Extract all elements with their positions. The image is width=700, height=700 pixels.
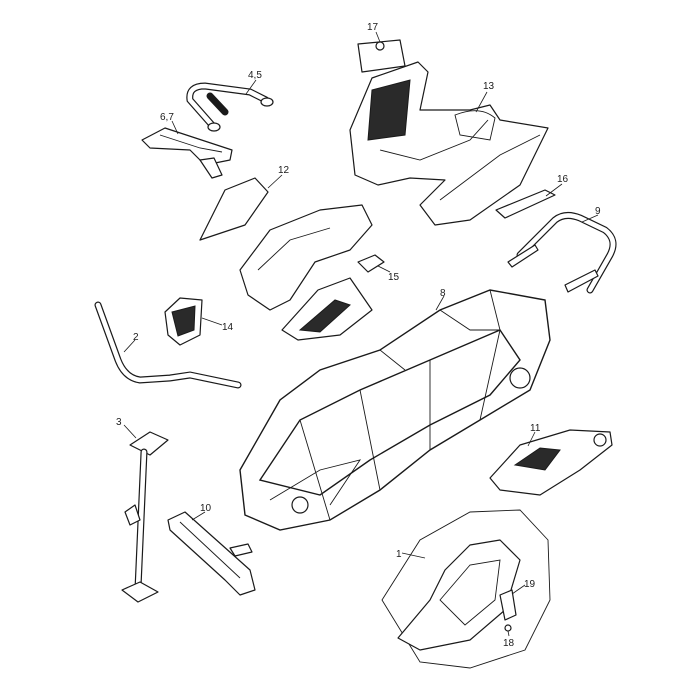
label-2: 2	[133, 332, 139, 343]
part-16-side-panel: 16	[495, 174, 569, 219]
part-11-swing-arm: 11	[489, 423, 613, 496]
part-14-headlight-cover: 14	[164, 297, 234, 346]
part-8-main-frame: 8	[239, 288, 551, 531]
part-4-5-grab-handle: 4,5	[186, 70, 274, 132]
part-10-front-bumper: 10	[167, 503, 256, 596]
part-3-steering-column: 3	[116, 417, 169, 603]
label-16: 16	[557, 174, 569, 185]
label-9: 9	[595, 206, 601, 217]
label-13: 13	[483, 81, 495, 92]
label-1: 1	[396, 549, 402, 560]
part-17-cover: 17	[357, 22, 406, 73]
label-11: 11	[530, 423, 541, 434]
part-2-handlebar: 2	[94, 301, 242, 389]
label-18: 18	[503, 638, 515, 649]
label-4-5: 4,5	[248, 70, 262, 81]
part-9-rear-rail: 9	[507, 206, 617, 294]
label-6-7: 6,7	[160, 112, 174, 123]
label-19: 19	[524, 579, 536, 590]
part-1-seat: 1	[381, 509, 551, 669]
label-14: 14	[222, 322, 234, 333]
label-3: 3	[116, 417, 122, 428]
label-8: 8	[440, 288, 446, 299]
label-17: 17	[367, 22, 379, 33]
part-15-bracket: 15	[357, 254, 400, 283]
label-12: 12	[278, 165, 290, 176]
label-15: 15	[388, 272, 400, 283]
part-6-7-bracket: 6,7	[141, 112, 233, 179]
part-12-front-fender: 12	[199, 165, 373, 341]
label-10: 10	[200, 503, 212, 514]
part-13-rear-fender: 13	[349, 61, 549, 226]
part-19-18-seat-latch: 19 18	[499, 579, 536, 649]
